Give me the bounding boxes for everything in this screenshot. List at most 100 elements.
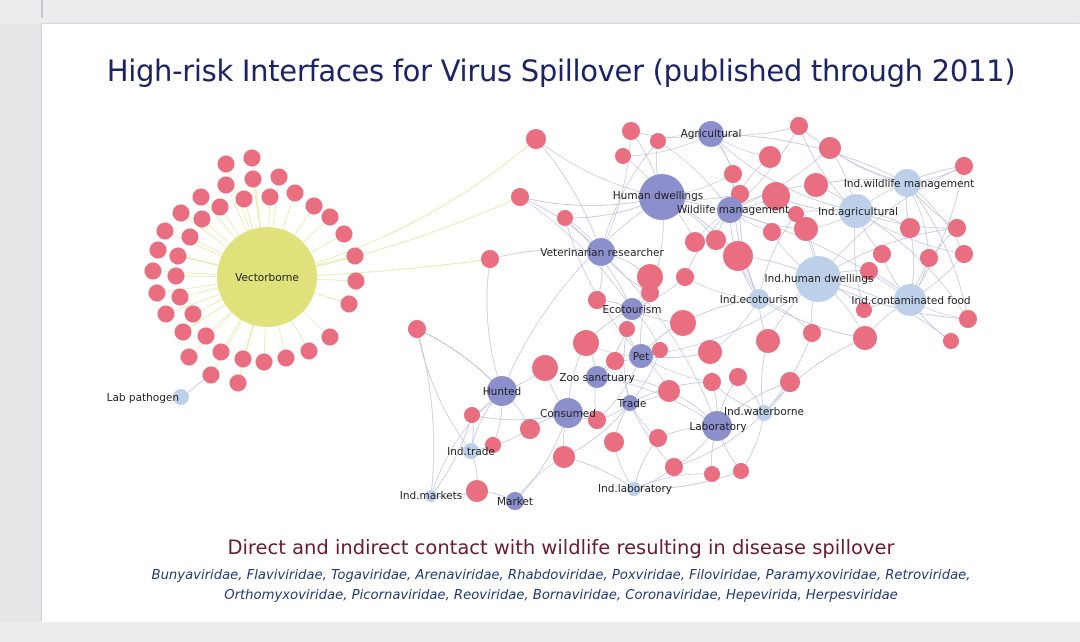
virus-node (853, 326, 877, 350)
virus-node (234, 350, 252, 368)
virus-node (255, 353, 273, 371)
network-edge (486, 258, 503, 392)
network-edge (600, 130, 632, 253)
network-edge (710, 133, 908, 184)
virus-node (650, 133, 666, 149)
virus-node (193, 210, 211, 228)
virus-node (149, 241, 167, 259)
network-edge (855, 210, 969, 320)
virus-node (197, 327, 215, 345)
virus-families-line-1: Bunyaviridae, Flaviviridae, Togaviridae,… (151, 568, 971, 583)
interface-node-ind-markets (425, 490, 437, 502)
virus-node (553, 446, 575, 468)
interface-node-ind-laboratory (627, 482, 641, 496)
virus-node (347, 272, 365, 290)
virus-node (286, 184, 304, 202)
virus-node (790, 117, 808, 135)
virus-node (756, 329, 780, 353)
network-nodes (144, 117, 977, 510)
virus-node (192, 188, 210, 206)
interface-node-wildlife-management (717, 197, 743, 223)
label-veterinarian-researcher: Veterinarian researcher (540, 247, 664, 259)
virus-node (167, 267, 185, 285)
label-trade: Trade (617, 398, 647, 410)
network-edge (633, 470, 742, 490)
virus-node (588, 291, 606, 309)
virus-node (485, 437, 501, 453)
virus-node (557, 210, 573, 226)
virus-node (211, 198, 229, 216)
label-agricultural: Agricultural (681, 128, 742, 140)
interface-node-hunted (487, 376, 517, 406)
virus-node (676, 268, 694, 286)
network-edge (758, 298, 866, 339)
label-ind-wildlife-management: Ind.wildlife management (844, 178, 975, 190)
virus-node (703, 373, 721, 391)
virus-node (615, 148, 631, 164)
label-ind-waterborne: Ind.waterborne (724, 406, 804, 418)
virus-node (955, 245, 973, 263)
virus-node (532, 355, 558, 381)
virus-node (184, 305, 202, 323)
slide-subtitle: Direct and indirect contact with wildlif… (227, 536, 895, 559)
virus-node (464, 407, 480, 423)
virus-node (212, 343, 230, 361)
label-lab-pathogen: Lab pathogen (107, 392, 179, 404)
virus-node (520, 419, 540, 439)
interface-node-ind-ecotourism (749, 289, 769, 309)
virus-families-line-2: Orthomyxoviridae, Picornaviridae, Reovir… (224, 588, 898, 603)
virus-node (763, 223, 781, 241)
virus-node (148, 284, 166, 302)
virus-node (466, 480, 488, 502)
virus-node (408, 320, 426, 338)
interface-node-lab-pathogen (173, 389, 189, 405)
interface-node-human-dwellings (639, 174, 685, 220)
virus-node (788, 206, 804, 222)
network-edge (416, 328, 472, 452)
virus-node (622, 122, 640, 140)
label-human-dwellings: Human dwellings (613, 190, 703, 202)
virus-node (819, 137, 841, 159)
virus-node (733, 463, 749, 479)
interface-node-zoo-sanctuary (586, 366, 608, 388)
virus-node (959, 310, 977, 328)
virus-node (729, 368, 747, 386)
virus-node (244, 170, 262, 188)
label-zoo-sanctuary: Zoo sanctuary (559, 372, 634, 384)
slide-title: High-risk Interfaces for Virus Spillover… (106, 54, 1016, 88)
label-vectorborne: Vectorborne (235, 272, 299, 284)
virus-node (794, 217, 818, 241)
interface-node-agricultural (698, 121, 724, 147)
interface-node-pet (629, 344, 653, 368)
interface-node-ind-human-dwellings (795, 256, 841, 302)
virus-node (873, 245, 891, 263)
label-laboratory: Laboratory (689, 421, 746, 433)
network-edge (416, 328, 435, 497)
virus-node (511, 188, 529, 206)
virus-node (723, 241, 753, 271)
network-edge (906, 182, 969, 320)
label-ecotourism: Ecotourism (603, 304, 662, 316)
interface-node-vectorborne (217, 227, 317, 327)
virus-node (706, 230, 726, 250)
virus-node (759, 146, 781, 168)
virus-node (606, 352, 624, 370)
label-market: Market (497, 496, 533, 508)
network-edge (661, 196, 911, 301)
virus-node (665, 458, 683, 476)
label-ind-agricultural: Ind.agricultural (818, 206, 898, 218)
network-edge (501, 196, 663, 392)
label-ind-markets: Ind.markets (400, 490, 463, 502)
virus-node (762, 182, 790, 210)
virus-node (321, 208, 339, 226)
virus-node (157, 305, 175, 323)
virus-node (217, 176, 235, 194)
viewer-bottom-strip (0, 622, 1080, 642)
virus-node (856, 302, 872, 318)
slide: High-risk Interfaces for Virus Spillover… (42, 24, 1080, 622)
virus-node (172, 204, 190, 222)
virus-node (481, 250, 499, 268)
network-edge (673, 412, 765, 468)
virus-node (335, 225, 353, 243)
